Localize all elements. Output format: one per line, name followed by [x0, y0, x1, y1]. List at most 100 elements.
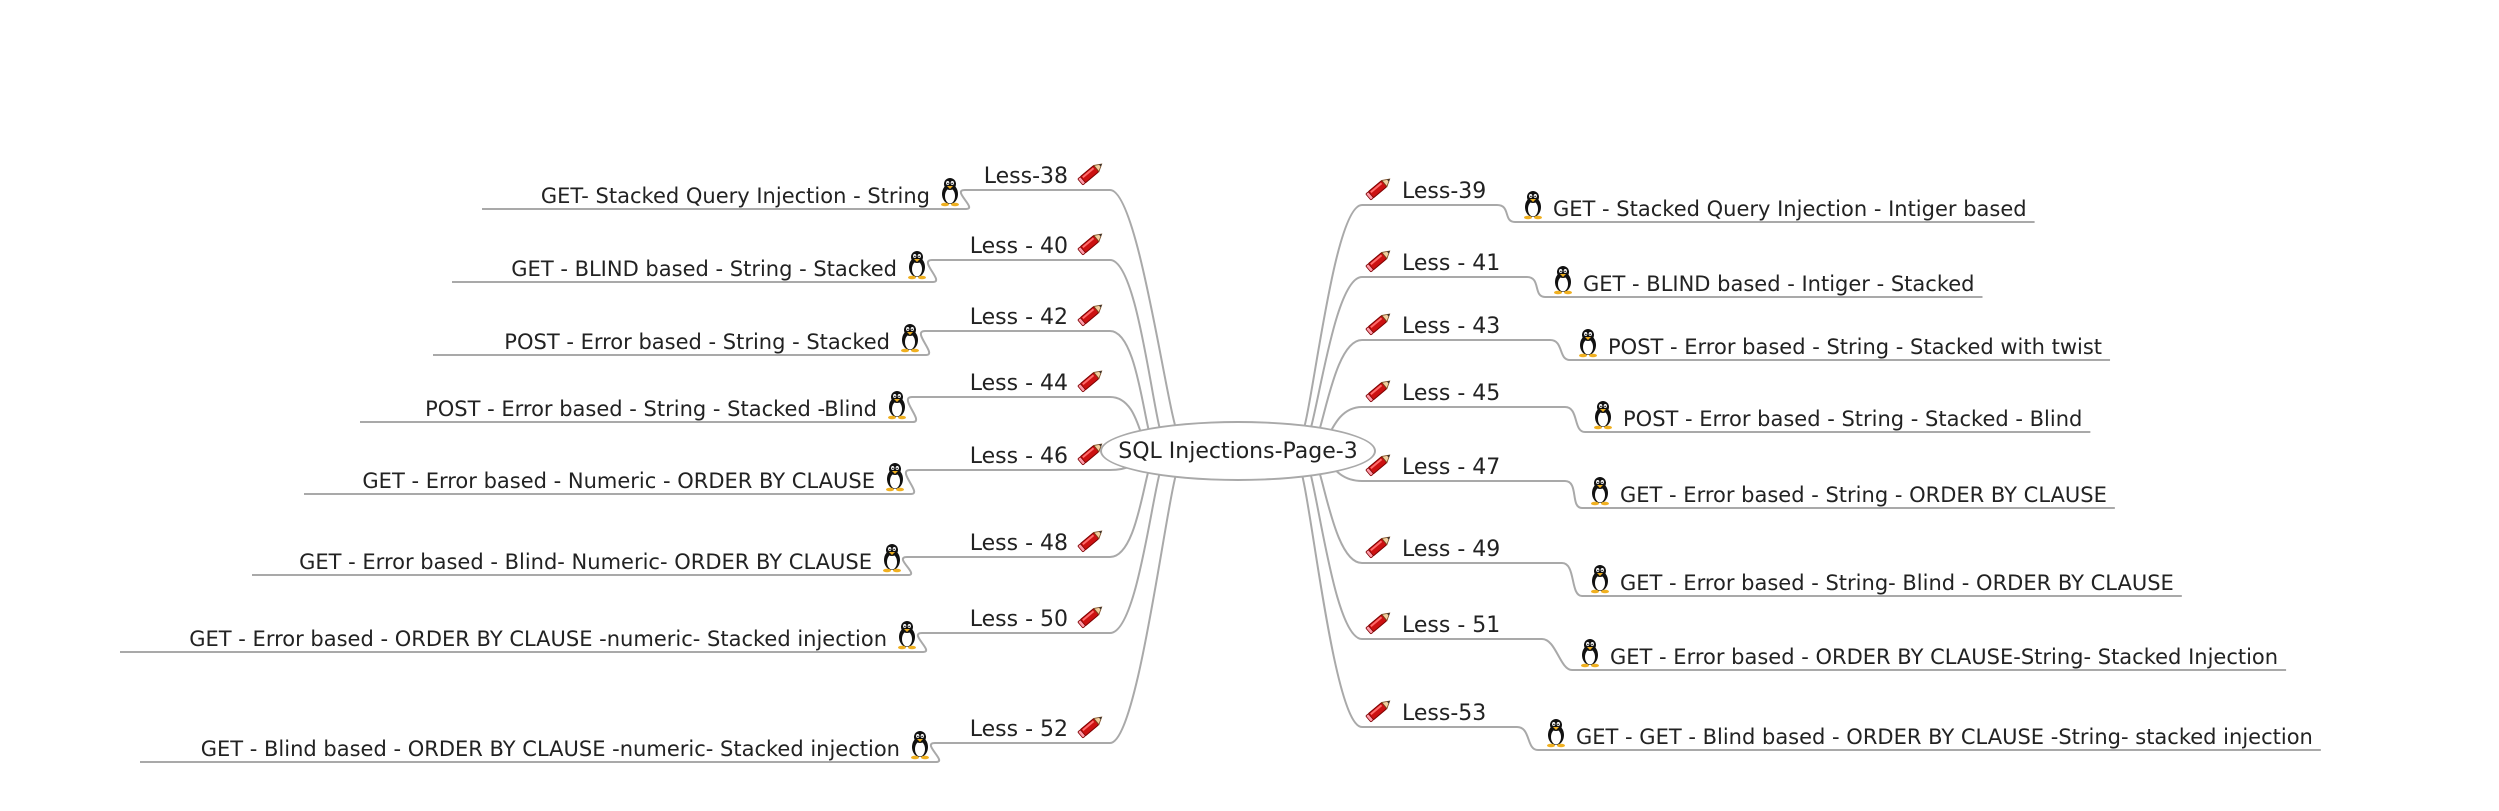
- lesson-node-left[interactable]: Less - 42: [970, 300, 1106, 334]
- topic-node-left[interactable]: GET- Stacked Query Injection - String: [541, 177, 962, 212]
- pencil-icon: [1364, 309, 1394, 343]
- topic-connector: [906, 396, 917, 423]
- lesson-label: Less - 42: [969, 305, 1068, 330]
- lesson-node-left[interactable]: Less - 40: [970, 229, 1106, 263]
- topic-node-right[interactable]: GET - Stacked Query Injection - Intiger …: [1521, 190, 2027, 225]
- topic-node-right[interactable]: GET - GET - Blind based - ORDER BY CLAUS…: [1544, 718, 2313, 753]
- topic-node-right[interactable]: POST - Error based - String - Stacked wi…: [1576, 328, 2102, 363]
- linux-penguin-icon: [883, 462, 907, 497]
- topic-label: GET - Error based - Blind- Numeric- ORDE…: [299, 550, 872, 574]
- lesson-node-right[interactable]: Less-39: [1364, 174, 1486, 208]
- pencil-icon: [1076, 159, 1106, 193]
- lesson-node-left[interactable]: Less - 46: [970, 439, 1106, 473]
- topic-label: GET - Error based - String- Blind - ORDE…: [1620, 571, 2174, 595]
- topic-label: POST - Error based - String - Stacked - …: [1623, 407, 2083, 431]
- topic-label: GET - Stacked Query Injection - Intiger …: [1553, 197, 2027, 221]
- pencil-icon: [1364, 696, 1394, 730]
- topic-node-left[interactable]: POST - Error based - String - Stacked -B…: [425, 390, 909, 425]
- lesson-label: Less - 40: [969, 234, 1068, 259]
- lesson-label: Less - 45: [1402, 381, 1501, 406]
- lesson-node-right[interactable]: Less-53: [1364, 696, 1486, 730]
- topic-node-right[interactable]: GET - Error based - ORDER BY CLAUSE-Stri…: [1578, 638, 2278, 673]
- topic-label: GET - Error based - ORDER BY CLAUSE -num…: [189, 627, 887, 651]
- lesson-node-left[interactable]: Less - 48: [970, 526, 1106, 560]
- topic-node-right[interactable]: GET - Error based - String - ORDER BY CL…: [1588, 476, 2107, 511]
- linux-penguin-icon: [1551, 265, 1575, 300]
- topic-node-left[interactable]: GET - Error based - ORDER BY CLAUSE -num…: [189, 620, 919, 655]
- lesson-node-left[interactable]: Less - 50: [970, 602, 1106, 636]
- pencil-icon: [1076, 602, 1106, 636]
- pencil-icon: [1364, 174, 1394, 208]
- lesson-label: Less-39: [1402, 179, 1487, 204]
- linux-penguin-icon: [1544, 718, 1568, 753]
- pencil-icon: [1076, 300, 1106, 334]
- topic-connector: [901, 556, 912, 576]
- topic-connector: [1561, 562, 1583, 597]
- lesson-node-right[interactable]: Less - 47: [1364, 450, 1500, 484]
- topic-label: POST - Error based - String - Stacked -B…: [425, 397, 877, 421]
- pencil-icon: [1076, 439, 1106, 473]
- topic-node-left[interactable]: GET - Error based - Blind- Numeric- ORDE…: [299, 543, 904, 578]
- topic-label: GET - BLIND based - String - Stacked: [511, 257, 897, 281]
- root-node[interactable]: SQL Injections-Page-3: [1100, 421, 1376, 481]
- lesson-node-right[interactable]: Less - 43: [1364, 309, 1500, 343]
- linux-penguin-icon: [905, 250, 929, 285]
- pencil-icon: [1076, 526, 1106, 560]
- topic-connector: [1549, 339, 1571, 361]
- lesson-node-right[interactable]: Less - 45: [1364, 376, 1500, 410]
- branch-edge: [1109, 259, 1166, 442]
- linux-penguin-icon: [885, 390, 909, 425]
- linux-penguin-icon: [1588, 476, 1612, 511]
- topic-connector: [1516, 726, 1539, 751]
- linux-penguin-icon: [1576, 328, 1600, 363]
- lesson-label: Less - 52: [969, 717, 1068, 742]
- topic-connector: [919, 330, 930, 356]
- lesson-label: Less - 49: [1402, 537, 1501, 562]
- topic-node-right[interactable]: GET - BLIND based - Intiger - Stacked: [1551, 265, 1975, 300]
- topic-connector: [1496, 204, 1516, 223]
- linux-penguin-icon: [898, 323, 922, 358]
- topic-label: GET - BLIND based - Intiger - Stacked: [1583, 272, 1975, 296]
- topic-node-right[interactable]: GET - Error based - String- Blind - ORDE…: [1588, 564, 2174, 599]
- linux-penguin-icon: [880, 543, 904, 578]
- lesson-node-left[interactable]: Less - 52: [970, 712, 1106, 746]
- branch-edge: [1304, 276, 1363, 442]
- pencil-icon: [1076, 712, 1106, 746]
- topic-node-right[interactable]: POST - Error based - String - Stacked - …: [1591, 400, 2082, 435]
- branch-edge: [1304, 460, 1363, 640]
- linux-penguin-icon: [1578, 638, 1602, 673]
- lesson-node-right[interactable]: Less - 41: [1364, 246, 1500, 280]
- lesson-label: Less-53: [1402, 701, 1487, 726]
- branch-edge: [1109, 460, 1166, 634]
- topic-connector: [929, 742, 940, 763]
- branch-edge: [1299, 204, 1363, 438]
- topic-node-left[interactable]: GET - Error based - Numeric - ORDER BY C…: [362, 462, 907, 497]
- topic-connector: [1564, 480, 1583, 509]
- lesson-label: Less - 46: [969, 444, 1068, 469]
- topic-node-left[interactable]: GET - BLIND based - String - Stacked: [511, 250, 929, 285]
- lesson-node-right[interactable]: Less - 49: [1364, 532, 1500, 566]
- pencil-icon: [1076, 229, 1106, 263]
- topic-node-left[interactable]: GET - Blind based - ORDER BY CLAUSE -num…: [201, 730, 932, 765]
- lesson-node-left[interactable]: Less-38: [984, 159, 1106, 193]
- topic-connector: [904, 469, 915, 495]
- lesson-label: Less - 43: [1402, 314, 1501, 339]
- branch-edge: [1297, 464, 1363, 728]
- lesson-node-left[interactable]: Less - 44: [970, 366, 1106, 400]
- linux-penguin-icon: [1588, 564, 1612, 599]
- branch-edge: [1109, 464, 1181, 744]
- topic-connector: [926, 259, 937, 283]
- lesson-node-right[interactable]: Less - 51: [1364, 608, 1500, 642]
- linux-penguin-icon: [895, 620, 919, 655]
- lesson-label: Less - 50: [969, 607, 1068, 632]
- lesson-label: Less - 47: [1402, 455, 1501, 480]
- pencil-icon: [1076, 366, 1106, 400]
- lesson-label: Less - 44: [969, 371, 1068, 396]
- pencil-icon: [1364, 608, 1394, 642]
- linux-penguin-icon: [1521, 190, 1545, 225]
- lesson-label: Less - 41: [1402, 251, 1501, 276]
- topic-node-left[interactable]: POST - Error based - String - Stacked: [504, 323, 922, 358]
- topic-label: GET - Error based - String - ORDER BY CL…: [1620, 483, 2107, 507]
- topic-connector: [959, 189, 970, 210]
